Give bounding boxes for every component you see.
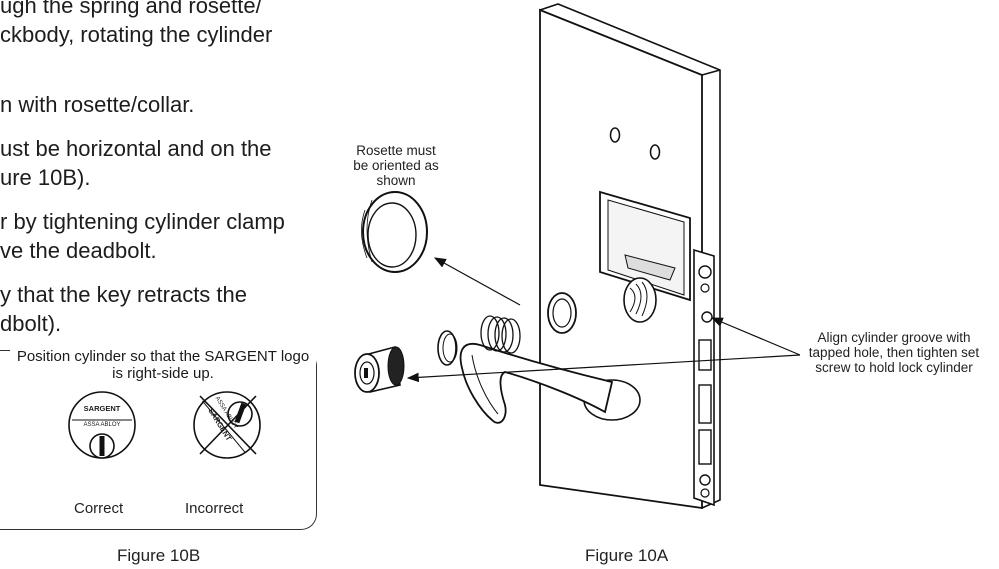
- align-note: Align cylinder groove with tapped hole, …: [808, 330, 980, 375]
- collar-ring: [437, 330, 458, 366]
- figure-10b-caption: Figure 10B: [117, 546, 201, 565]
- instruction-line-3: n with rosette/collar.: [0, 92, 195, 117]
- rosette-large: [361, 191, 428, 273]
- align-arrow-hole: [710, 317, 801, 356]
- instruction-line-7: ve the deadbolt.: [0, 238, 157, 263]
- cylinder-spring: [480, 315, 521, 354]
- instruction-line-6: r by tightening cylinder clamp: [0, 209, 285, 234]
- figure-10b-note: Position cylinder so that the SARGENT lo…: [10, 348, 316, 382]
- correct-cylinder-icon: [68, 391, 136, 459]
- correct-sub-text: ASSA ABLOY: [83, 422, 121, 428]
- instruction-line-4: ust be horizontal and on the: [0, 136, 272, 161]
- lock-cylinder: [354, 345, 405, 393]
- rosette-small: [547, 292, 577, 334]
- rosette-arrow: [433, 257, 521, 306]
- instruction-line-2: ckbody, rotating the cylinder: [0, 22, 273, 47]
- rosette-note: Rosette must be oriented as shown: [353, 143, 439, 188]
- figure-10a-caption: Figure 10A: [585, 546, 669, 565]
- lock-trim-plate: [538, 3, 721, 510]
- instruction-line-5: ure 10B).: [0, 165, 91, 190]
- lever-handle: [459, 342, 641, 424]
- instruction-line-1: ugh the spring and rosette/: [0, 0, 262, 18]
- incorrect-label: Incorrect: [185, 500, 244, 517]
- instruction-line-9: dbolt).: [0, 311, 62, 336]
- incorrect-cylinder-icon: [193, 391, 261, 459]
- instruction-line-8: y that the key retracts the: [0, 282, 248, 307]
- correct-brand-text: SARGENT: [83, 404, 121, 413]
- align-arrow-groove: [406, 354, 801, 383]
- correct-label: Correct: [74, 500, 124, 517]
